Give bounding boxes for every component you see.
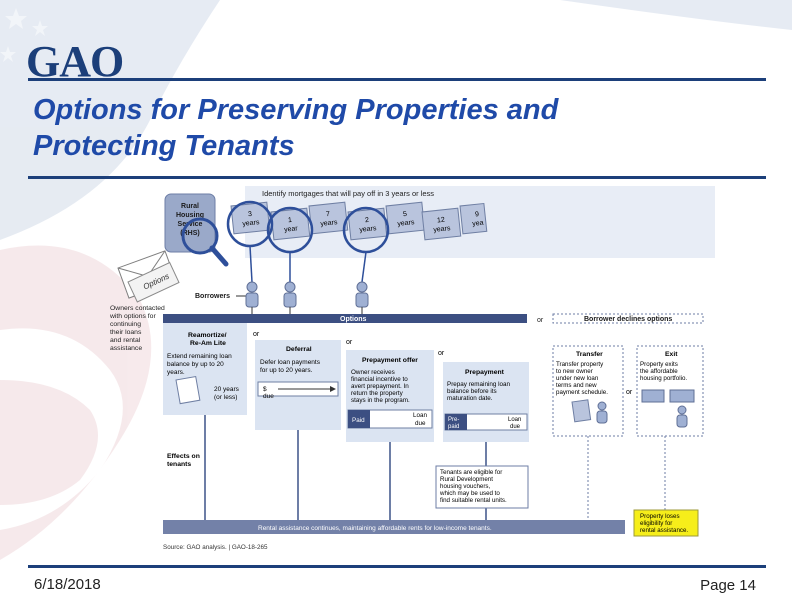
- transfer-text-2: to new owner: [556, 368, 593, 375]
- transfer-text-5: payment schedule.: [556, 389, 608, 396]
- owners-line-1: Owners contacted: [110, 305, 165, 312]
- transfer-title: Transfer: [576, 351, 603, 358]
- owners-line-2: with options for: [109, 313, 156, 320]
- folder-unit: year: [284, 225, 299, 233]
- document-icon: [176, 377, 200, 404]
- folder-unit: yea: [472, 220, 484, 228]
- person-icon: [356, 282, 368, 307]
- transfer-text-3: under new loan: [556, 375, 599, 382]
- exit-title: Exit: [665, 351, 678, 358]
- prepayment-text-2: balance before its: [447, 388, 497, 395]
- reamortize-text-3: years.: [167, 369, 185, 376]
- tenants-text-1: Tenants are eligible for: [440, 469, 502, 476]
- transfer-text-1: Transfer property: [556, 361, 604, 368]
- folder-num: 12: [437, 217, 446, 225]
- folder-icon: 12 years: [422, 208, 461, 240]
- prepayment-offer-text-2: financial incentive to: [351, 376, 408, 383]
- prepayment-offer-title: Prepayment offer: [362, 357, 418, 364]
- source-note: Source: GAO analysis. | GAO-18-265: [163, 544, 268, 551]
- options-bar-label: Options: [340, 316, 367, 323]
- deferral-due-2: due: [263, 393, 274, 400]
- banner-text: Identify mortgages that will pay off in …: [262, 189, 434, 198]
- tenants-text-2: Rural Development: [440, 476, 493, 483]
- folder-icon: 5 years: [386, 202, 425, 234]
- or-label: or: [253, 331, 260, 338]
- prepayment-offer-text-1: Owner receives: [351, 369, 395, 376]
- reamortize-years-1: 20 years: [214, 386, 240, 393]
- loan-label: Loan: [413, 412, 428, 419]
- property-loses-2: eligibility for: [640, 520, 672, 527]
- reamortize-text-1: Extend remaining loan: [167, 353, 232, 360]
- prepayment-title: Prepayment: [465, 369, 505, 376]
- effects-label-1: Effects on: [167, 453, 200, 460]
- tenants-text-3: housing vouchers,: [440, 483, 490, 490]
- prepayment-text-3: maturation date.: [447, 395, 493, 402]
- or-label: or: [537, 317, 544, 324]
- due-label: due: [510, 424, 521, 430]
- person-icon: [597, 402, 607, 423]
- deferral-text-2: for up to 20 years.: [260, 367, 313, 374]
- exit-text-2: the affordable: [640, 368, 678, 375]
- borrowers-label: Borrowers: [195, 293, 230, 300]
- prepayment-text-1: Prepay remaining loan: [447, 381, 511, 388]
- rental-assistance-label: Rental assistance continues, maintaining…: [258, 525, 492, 532]
- person-icon: [677, 406, 687, 427]
- prepayment-offer-text-4: return the property: [351, 390, 404, 397]
- tenants-text-4: which may be used to: [439, 490, 500, 497]
- folder-icon: 9 yea: [460, 203, 487, 233]
- tenants-text-5: find suitable rental units.: [440, 497, 507, 504]
- person-icon: [284, 282, 296, 307]
- due-label: due: [415, 420, 426, 427]
- or-label: or: [346, 339, 353, 346]
- exit-text-1: Property exits: [640, 361, 678, 368]
- owners-line-5: and rental: [110, 337, 141, 344]
- owners-line-4: their loans: [110, 329, 142, 336]
- folder-icon: 7 years: [309, 202, 348, 234]
- person-icon: [246, 282, 258, 307]
- prepaid-label-1: Pre-: [448, 417, 459, 423]
- prepayment-offer-text-5: stays in the program.: [351, 397, 410, 404]
- loan-label: Loan: [508, 417, 521, 423]
- reamortize-title-1: Reamortize/: [188, 332, 227, 339]
- footer-rule: [28, 565, 766, 568]
- page-number: Page 14: [700, 577, 756, 594]
- deferral-due-1: $: [263, 386, 267, 393]
- decline-label: Borrower declines options: [584, 316, 672, 323]
- document-icon: [572, 400, 591, 422]
- reamortize-title-2: Re-Am Lite: [190, 340, 226, 347]
- owners-line-3: continuing: [110, 321, 141, 328]
- prepayment-offer-text-3: avert prepayment. In: [351, 383, 409, 390]
- deferral-title: Deferral: [286, 346, 312, 353]
- property-loses-1: Property loses: [640, 513, 680, 520]
- effects-label-2: tenants: [167, 461, 191, 468]
- reamortize-years-2: (or less): [214, 394, 237, 401]
- or-label: or: [626, 389, 633, 396]
- prepaid-label-2: paid: [448, 424, 459, 430]
- reamortize-text-2: balance by up to 20: [167, 361, 224, 368]
- money-icon: [642, 390, 694, 402]
- rhs-line-1: Rural: [181, 203, 199, 210]
- transfer-text-4: terms and new: [556, 382, 597, 389]
- paid-label: Paid: [352, 417, 365, 424]
- property-loses-3: rental assistance.: [640, 527, 688, 534]
- owners-line-6: assistance: [110, 345, 142, 352]
- exit-text-3: housing portfolio.: [640, 375, 687, 382]
- footer-date: 6/18/2018: [34, 576, 101, 593]
- deferral-text-1: Defer loan payments: [260, 359, 321, 366]
- or-label: or: [438, 350, 445, 357]
